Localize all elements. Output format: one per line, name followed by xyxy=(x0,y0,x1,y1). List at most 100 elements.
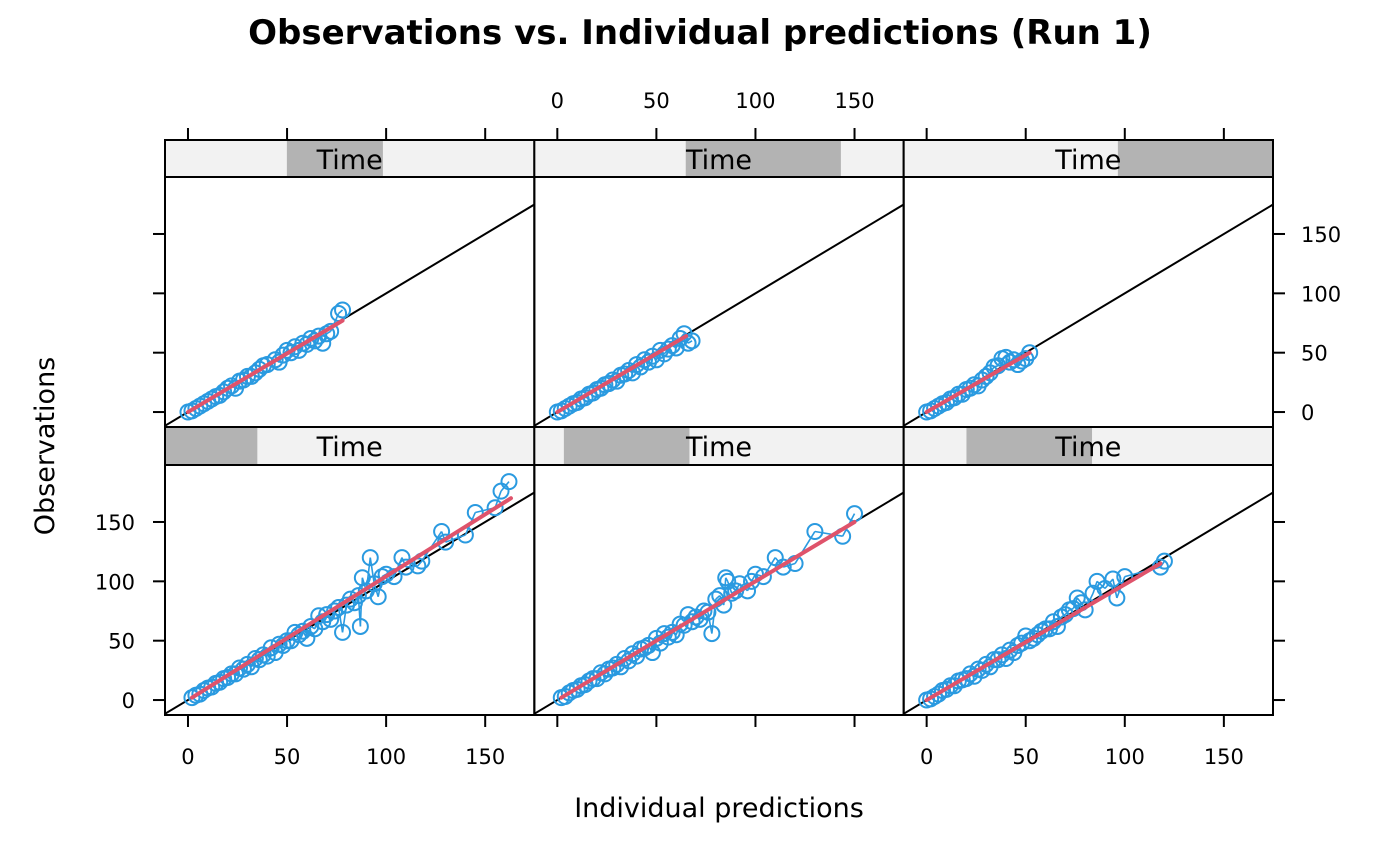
x-tick-label-bottom: 50 xyxy=(1012,745,1039,769)
data-point xyxy=(806,522,824,540)
data-point xyxy=(351,617,369,635)
x-tick-label-bottom: 50 xyxy=(274,745,301,769)
strip-label: Time xyxy=(685,432,752,463)
data-point xyxy=(302,329,320,347)
strip-label: Time xyxy=(1054,432,1121,463)
x-tick-label-bottom: 0 xyxy=(920,745,933,769)
strip-shingle-range xyxy=(165,427,258,465)
smooth-line xyxy=(185,318,345,415)
y-tick-label-right: 0 xyxy=(1301,401,1314,425)
strip-label: Time xyxy=(316,432,383,463)
trajectory-segment xyxy=(500,481,510,492)
x-axis-label: Individual predictions xyxy=(574,793,864,824)
trajectory-segment xyxy=(1096,580,1106,590)
data-point xyxy=(330,598,348,616)
data-point xyxy=(600,375,618,393)
panel-border xyxy=(902,464,1275,716)
panel-bottom-right: Time xyxy=(902,426,1275,716)
data-point xyxy=(219,668,237,686)
x-tick-label-bottom: 150 xyxy=(1204,745,1244,769)
data-point xyxy=(334,623,352,641)
trajectory-segment xyxy=(445,534,466,543)
data-point xyxy=(989,651,1007,669)
data-point xyxy=(604,659,622,677)
trajectory-segment xyxy=(794,531,816,564)
data-point xyxy=(433,522,451,540)
smooth-line xyxy=(189,496,513,700)
y-tick-label-right: 100 xyxy=(1301,282,1341,306)
data-point xyxy=(1068,589,1086,607)
x-tick-label-bottom: 0 xyxy=(181,745,194,769)
panel-bottom-left: Time xyxy=(164,426,536,716)
data-point xyxy=(616,365,634,383)
smooth-line xyxy=(559,519,857,700)
data-point xyxy=(961,379,979,397)
y-tick-label-right: 150 xyxy=(1301,223,1341,247)
x-tick-label-top: 150 xyxy=(834,89,874,113)
trajectory-segment xyxy=(417,560,423,567)
trajectory-segment xyxy=(1159,560,1166,568)
data-point xyxy=(754,568,772,586)
smooth-line xyxy=(555,334,689,415)
smooth-line xyxy=(924,561,1163,703)
strip-shingle-range xyxy=(563,427,690,465)
smooth-line xyxy=(924,350,1032,415)
x-tick-label-bottom: 100 xyxy=(366,745,406,769)
trajectory-segment xyxy=(326,330,332,335)
data-point xyxy=(369,588,387,606)
data-point xyxy=(1005,351,1023,369)
strip-label: Time xyxy=(685,145,752,176)
x-tick-label-bottom: 100 xyxy=(1105,745,1145,769)
data-point xyxy=(377,565,395,583)
trajectory-segment xyxy=(338,309,344,315)
strip-shingle-range xyxy=(286,140,383,177)
data-point xyxy=(373,568,391,586)
trajectory-segment xyxy=(715,594,721,600)
trajectory-segment xyxy=(725,577,729,582)
strip-shingle-range xyxy=(966,427,1093,465)
data-point xyxy=(675,616,693,634)
x-tick-label-top: 0 xyxy=(551,89,564,113)
trajectory-segment xyxy=(1076,597,1082,604)
panel-top-left: Time xyxy=(164,139,536,428)
strip-shingle-range xyxy=(685,140,841,177)
plot-area xyxy=(534,203,904,427)
data-point xyxy=(937,680,955,698)
trajectory-segment xyxy=(337,607,344,633)
data-point xyxy=(361,549,379,567)
data-point xyxy=(635,351,653,369)
data-point xyxy=(703,625,721,643)
data-point xyxy=(679,334,697,352)
data-point xyxy=(341,590,359,608)
plot-area xyxy=(903,491,1274,715)
data-point xyxy=(683,332,701,350)
plot-area xyxy=(903,203,1274,427)
x-tick-label-top: 100 xyxy=(735,89,775,113)
y-tick-label-left: 0 xyxy=(122,689,135,713)
data-point xyxy=(1001,353,1019,371)
trajectory-segment xyxy=(1092,581,1098,594)
panel-bottom-middle: Time xyxy=(533,426,905,716)
data-point xyxy=(651,341,669,359)
trajectory-segment xyxy=(782,562,796,568)
data-point xyxy=(286,338,304,356)
panel-border xyxy=(902,176,1275,428)
plot-area xyxy=(165,473,535,715)
data-point xyxy=(486,499,504,517)
data-point xyxy=(1033,622,1051,640)
data-point xyxy=(580,672,598,690)
data-point xyxy=(334,301,352,319)
data-point xyxy=(1104,570,1122,588)
plot-area xyxy=(165,203,535,427)
trajectory-segment xyxy=(687,340,693,344)
data-point xyxy=(957,670,975,688)
data-point xyxy=(1021,344,1039,362)
data-point xyxy=(945,389,963,407)
x-tick-label-bottom: 150 xyxy=(465,745,505,769)
y-tick-label-left: 100 xyxy=(95,570,135,594)
chart-title: Observations vs. Individual predictions … xyxy=(248,13,1152,53)
panel-top-middle: Time xyxy=(533,139,905,428)
strip-label: Time xyxy=(316,145,383,176)
